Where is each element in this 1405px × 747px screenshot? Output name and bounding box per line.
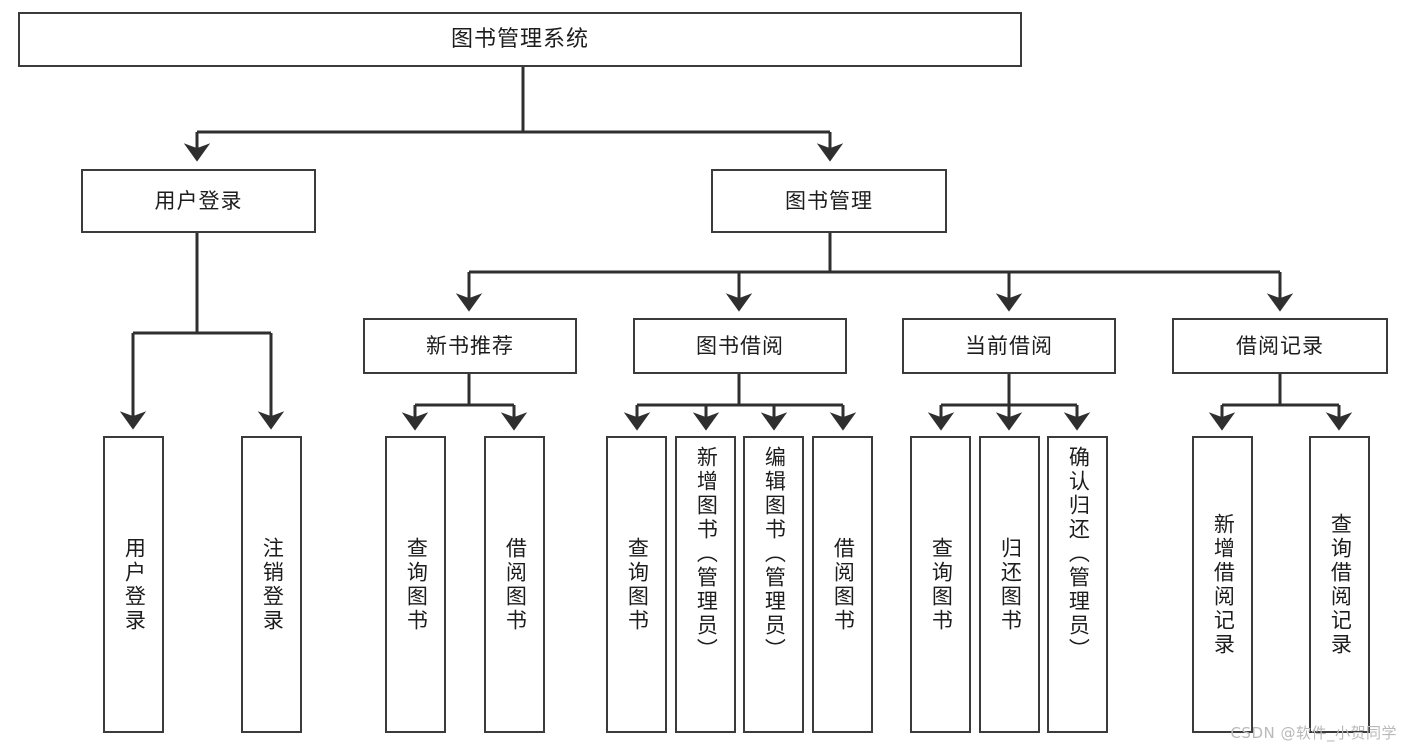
node-new-book-recommend[interactable]: 新书推荐 [363,318,577,374]
leaf-borrow-book[interactable]: 借阅图书 [812,436,873,733]
node-label: 新增借阅记录 [1211,512,1236,657]
node-label: 用户登录 [122,536,147,633]
node-label: 用户登录 [154,188,243,213]
node-label: 编辑图书（管理员） [762,446,787,662]
node-label: 查询图书 [625,536,650,633]
node-label: 借阅记录 [1236,333,1324,358]
leaf-query-book-recommend[interactable]: 查询图书 [385,436,446,733]
node-user-login[interactable]: 用户登录 [81,169,316,233]
leaf-confirm-return-admin[interactable]: 确认归还（管理员） [1047,436,1108,733]
node-label: 归还图书 [998,536,1023,633]
node-label: 当前借阅 [965,333,1053,358]
node-label: 借阅图书 [831,536,856,633]
leaf-return-book[interactable]: 归还图书 [979,436,1040,733]
leaf-borrow-book-recommend[interactable]: 借阅图书 [484,436,545,733]
node-label: 新书推荐 [426,333,514,358]
node-label: 查询图书 [404,536,429,633]
leaf-user-login[interactable]: 用户登录 [103,436,164,733]
node-label: 查询借阅记录 [1328,512,1353,657]
leaf-query-book-borrow[interactable]: 查询图书 [606,436,667,733]
node-root-system[interactable]: 图书管理系统 [18,12,1022,67]
node-label: 图书借阅 [696,333,784,358]
node-book-borrow[interactable]: 图书借阅 [633,318,847,374]
node-label: 查询图书 [929,536,954,633]
leaf-query-book-current[interactable]: 查询图书 [910,436,971,733]
leaf-user-logout[interactable]: 注销登录 [241,436,302,733]
leaf-add-borrow-record[interactable]: 新增借阅记录 [1192,436,1253,733]
node-book-management[interactable]: 图书管理 [711,169,947,233]
node-label: 借阅图书 [503,536,528,633]
node-label: 图书管理系统 [450,26,589,52]
leaf-edit-book-admin[interactable]: 编辑图书（管理员） [743,436,804,733]
node-current-borrow[interactable]: 当前借阅 [902,318,1116,374]
node-label: 图书管理 [785,188,873,213]
node-label: 确认归还（管理员） [1066,446,1091,662]
leaf-query-borrow-record[interactable]: 查询借阅记录 [1309,436,1370,733]
node-label: 注销登录 [260,536,285,633]
node-borrow-record[interactable]: 借阅记录 [1172,318,1388,374]
node-label: 新增图书（管理员） [694,446,719,662]
leaf-add-book-admin[interactable]: 新增图书（管理员） [675,436,736,733]
